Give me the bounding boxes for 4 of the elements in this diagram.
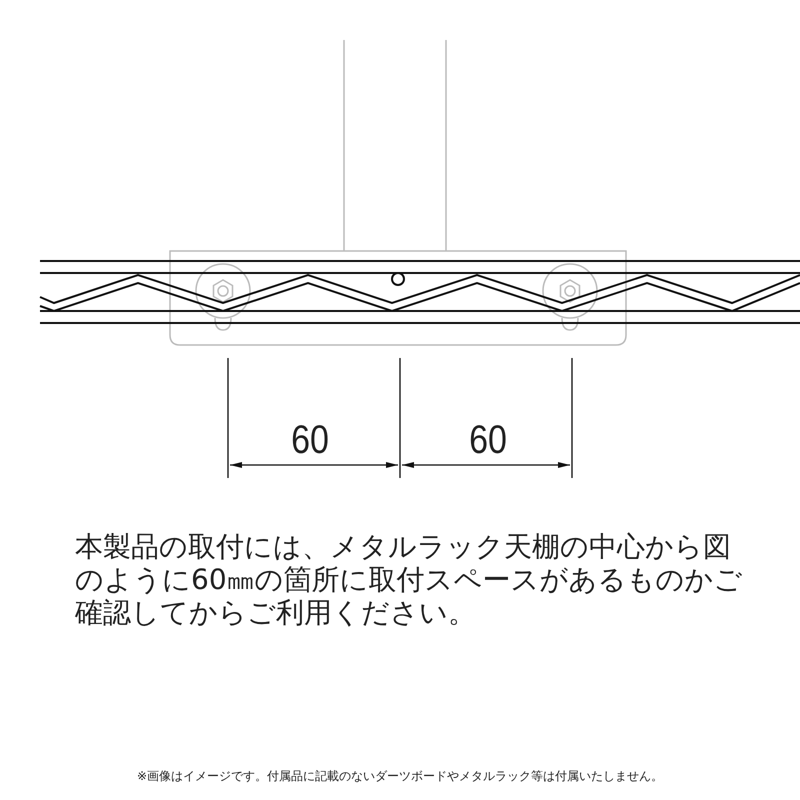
dimension-value: 60 [468,418,508,463]
instruction-note: 本製品の取付には、メタルラック天棚の中心から図のように60㎜の箇所に取付スペースがあるものかご確認してからご利用ください。 [75,530,744,629]
disclaimer-note: ※画像はイメージです。付属品に記載のないダーツボードやメタルラック等は付属いたしません。 [136,768,664,784]
dimension-value: 60 [290,418,330,463]
